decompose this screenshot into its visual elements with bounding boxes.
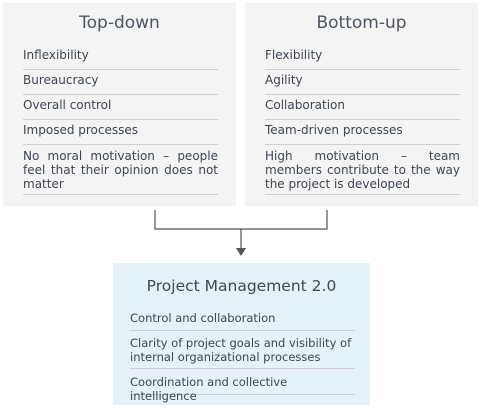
top-down-item: Bureaucracy [23,73,218,95]
project-management-item: Clarity of project goals and visibility … [130,336,355,369]
top-down-item: Imposed processes [23,123,218,145]
top-down-title: Top-down [79,13,160,33]
project-management-title: Project Management 2.0 [146,277,337,295]
arrow-down-icon [236,248,246,256]
bottom-up-title: Bottom-up [316,13,407,33]
project-management-item: Coordination and collective intelligence [130,375,355,403]
bottom-up-item: High motivation – team members contribut… [265,149,460,195]
top-down-item: Overall control [23,98,218,120]
bottom-up-panel: Bottom-up Flexibility Agility Collaborat… [245,3,478,206]
bottom-up-item: Team-driven processes [265,123,460,145]
bottom-up-item: Flexibility [265,48,460,70]
bottom-up-item: Agility [265,73,460,95]
top-down-panel: Top-down Inflexibility Bureaucracy Overa… [3,3,236,206]
project-management-item: Control and collaboration [130,311,355,331]
bottom-up-item: Collaboration [265,98,460,120]
project-management-panel: Project Management 2.0 Control and colla… [113,263,370,405]
bracket-line [154,210,328,230]
top-down-item: No moral motivation – people feel that t… [23,149,218,195]
top-down-item: Inflexibility [23,48,218,70]
